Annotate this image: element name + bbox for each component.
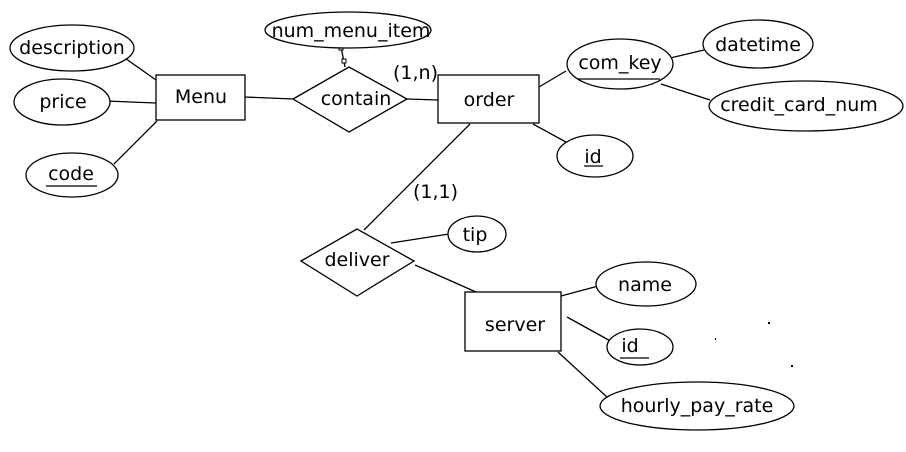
entity-order: order <box>437 74 540 124</box>
attribute-code: code <box>25 152 119 198</box>
attribute-datetime: datetime <box>702 19 814 69</box>
stray-dots <box>715 322 793 367</box>
line-comkey-creditcard <box>660 83 711 101</box>
line-server-id <box>566 316 615 344</box>
line-code-menu <box>113 120 158 165</box>
relationship-contain-label: contain <box>321 88 392 110</box>
entity-server: server <box>464 291 562 352</box>
attribute-description-label: description <box>19 37 125 59</box>
cardinality-deliver-order: (1,1) <box>413 181 458 203</box>
line-deliver-server <box>414 264 477 293</box>
line-order-deliver <box>363 123 471 231</box>
attribute-hourly-pay-rate: hourly_pay_rate <box>599 381 795 431</box>
entity-order-label: order <box>464 89 515 111</box>
line-price-menu <box>105 100 157 104</box>
attribute-order-id-label: id <box>584 146 601 168</box>
attribute-tip-label: tip <box>463 224 488 246</box>
relationship-deliver-label: deliver <box>324 249 389 271</box>
line-comkey-datetime <box>665 49 705 60</box>
attribute-hourly-pay-rate-label: hourly_pay_rate <box>621 395 774 417</box>
line-order-comkey <box>538 70 567 88</box>
attribute-credit-card-num: credit_card_num <box>708 80 904 132</box>
relationship-deliver: deliver <box>299 228 416 297</box>
line-deliver-tip <box>390 233 450 244</box>
line-contain-order <box>406 98 439 101</box>
line-server-hourly <box>557 351 609 399</box>
attribute-name: name <box>595 261 697 307</box>
relationship-contain: contain <box>291 66 409 133</box>
entity-server-label: server <box>485 314 545 336</box>
entity-menu: Menu <box>155 74 246 121</box>
attribute-credit-card-num-label: credit_card_num <box>720 94 878 116</box>
connector-marker-bottom <box>341 58 347 64</box>
attribute-tip: tip <box>447 215 507 253</box>
attribute-num-menu-item-label: num_menu_item <box>272 20 431 42</box>
attribute-datetime-label: datetime <box>715 34 801 56</box>
attribute-code-label: code <box>48 163 94 185</box>
attribute-price: price <box>13 78 111 126</box>
attribute-name-label: name <box>618 274 672 296</box>
attribute-num-menu-item: num_menu_item <box>264 11 432 49</box>
attribute-com-key: com_key <box>566 38 674 90</box>
cardinality-contain-order: (1,n) <box>393 62 438 84</box>
attribute-order-id: id <box>556 134 634 178</box>
attribute-server-id: id <box>606 328 674 366</box>
line-description-menu <box>121 55 157 81</box>
line-menu-contain <box>244 96 294 100</box>
attribute-description: description <box>9 24 135 72</box>
entity-menu-label: Menu <box>175 86 227 108</box>
attribute-com-key-label: com_key <box>578 52 661 74</box>
attribute-server-id-label: id <box>621 335 638 357</box>
line-server-name <box>560 284 603 297</box>
attribute-price-label: price <box>39 91 86 113</box>
